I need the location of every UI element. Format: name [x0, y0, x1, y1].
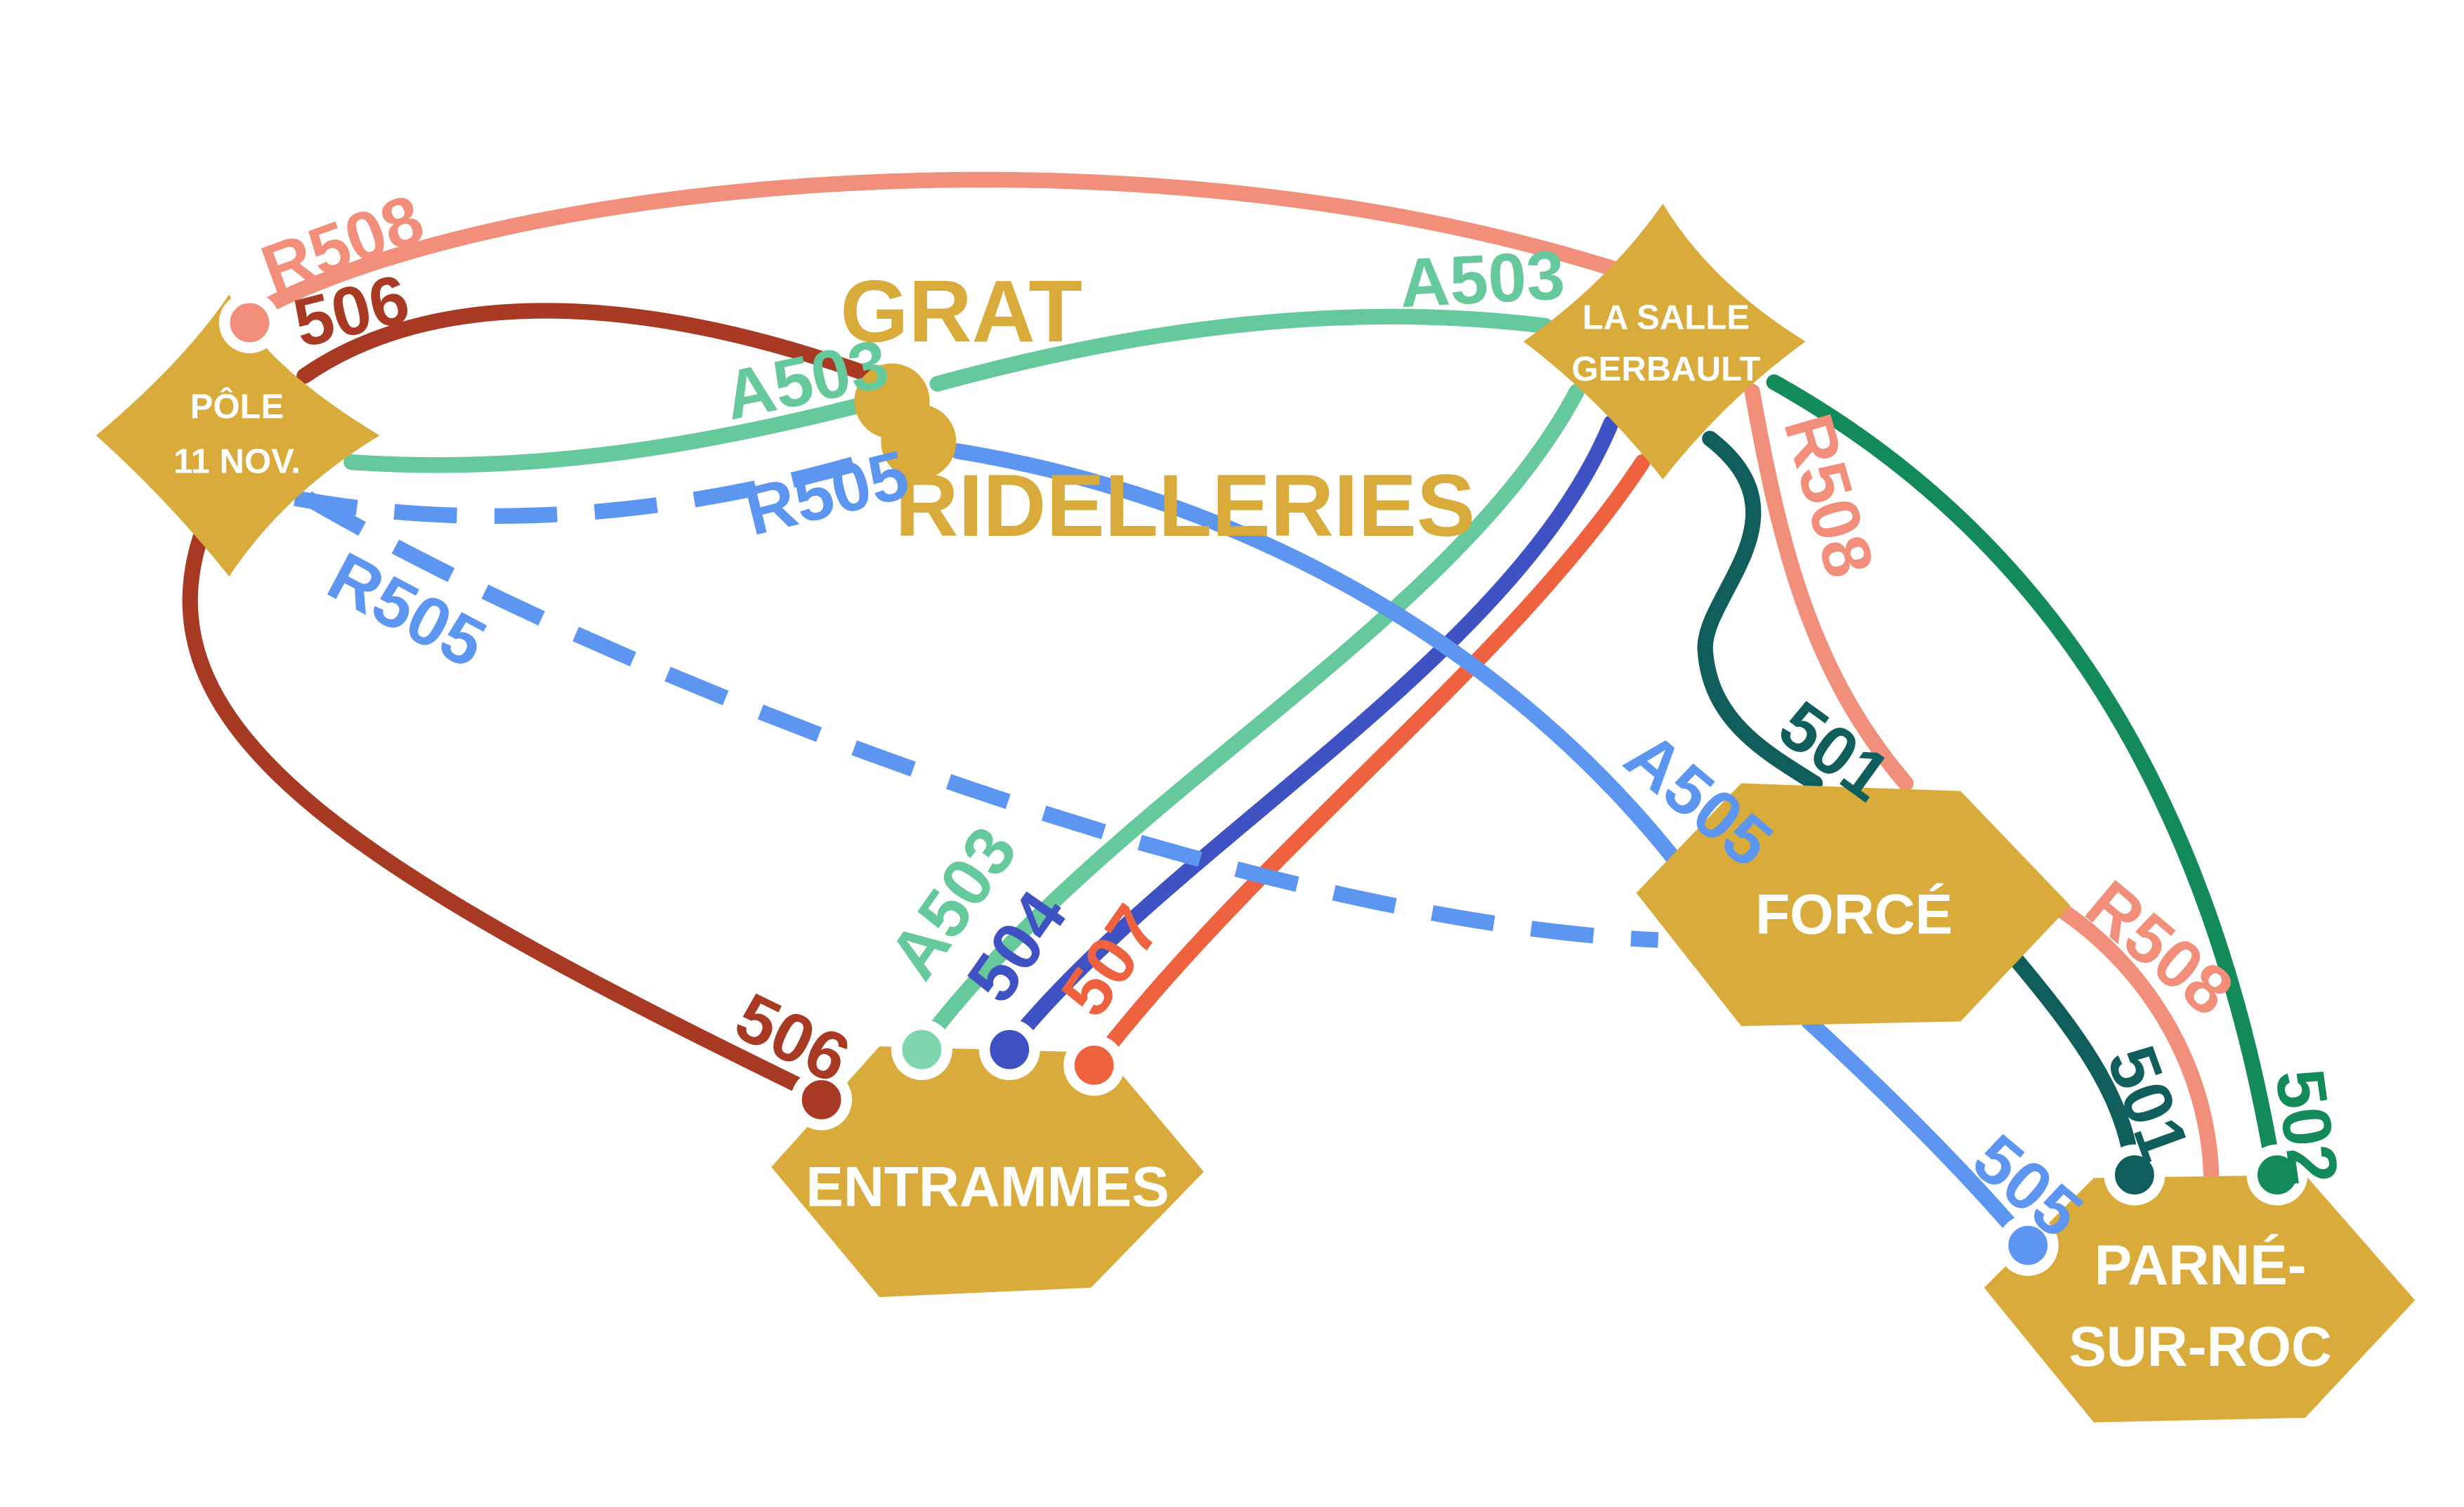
route-a505-line [950, 443, 1682, 867]
route-r505-line-2 [303, 491, 1659, 948]
node-pole-11-nov[interactable]: PÔLE 11 NOV. [96, 294, 380, 577]
route-a503-line [343, 396, 872, 473]
route-r505-line [293, 447, 890, 524]
stop-ridelleries[interactable] [881, 404, 957, 480]
route-506-line [296, 303, 872, 384]
node-force[interactable]: FORCÉ [1636, 783, 2071, 1027]
terminus-a503-dot[interactable] [891, 1019, 952, 1081]
terminus-506-dot[interactable] [791, 1069, 853, 1131]
terminus-502-dot[interactable] [2246, 1144, 2308, 1206]
node-entrammes[interactable]: ENTRAMMES [771, 1046, 1204, 1298]
route-a503-line-2 [929, 308, 1554, 392]
route-a503-label-2: A503 [1398, 236, 1566, 322]
node-la-salle-gerbault[interactable]: LA SALLE GERBAULT [1523, 204, 1806, 480]
pole-diamond-shape [96, 294, 380, 577]
route-r508-line-2 [1744, 383, 1914, 791]
entrammes-label: ENTRAMMES [806, 1156, 1169, 1219]
force-label: FORCÉ [1755, 883, 1953, 947]
la-salle-label-line1: LA SALLE [1582, 298, 1750, 336]
parne-label-line2: SUR-ROC [2069, 1315, 2332, 1378]
terminus-501-dot[interactable] [2104, 1144, 2165, 1206]
parne-label-line1: PARNÉ- [2095, 1234, 2307, 1297]
pole-label-line2: 11 NOV. [173, 443, 301, 481]
route-r508-line [244, 171, 1624, 322]
stop-ridelleries-label: RIDELLERIES [895, 457, 1475, 555]
force-hexagon-shape [1636, 783, 2071, 1027]
node-parne-sur-roc[interactable]: PARNÉ- SUR-ROC [1984, 1175, 2416, 1423]
route-r505-label: R505 [738, 435, 916, 550]
stop-grat-label: GRAT [840, 263, 1082, 360]
terminus-r508-dot[interactable] [218, 292, 280, 354]
route-501-line [1697, 430, 1823, 791]
route-a503-line-3 [914, 383, 1585, 1055]
parne-hexagon-shape [1984, 1175, 2416, 1423]
route-501-line-2 [2007, 951, 2141, 1180]
route-502-line [1766, 374, 2282, 1180]
la-salle-diamond-shape [1523, 204, 1806, 480]
entrammes-hexagon-shape [771, 1046, 1204, 1298]
ridelleries-marker-icon [881, 404, 957, 480]
terminus-505-dot[interactable] [1997, 1214, 2059, 1276]
route-506-line-2 [182, 527, 830, 1105]
route-r508-line-3 [2047, 897, 2220, 1191]
terminus-507-dot[interactable] [1063, 1034, 1125, 1096]
route-502-label: 502 [2261, 1065, 2354, 1189]
route-505-line [1800, 1013, 2036, 1253]
route-504-line [1002, 415, 1619, 1055]
la-salle-label-line2: GERBAULT [1571, 350, 1760, 388]
pole-label-line1: PÔLE [190, 386, 284, 426]
terminus-504-dot[interactable] [978, 1019, 1040, 1081]
route-507-line [1086, 454, 1651, 1074]
